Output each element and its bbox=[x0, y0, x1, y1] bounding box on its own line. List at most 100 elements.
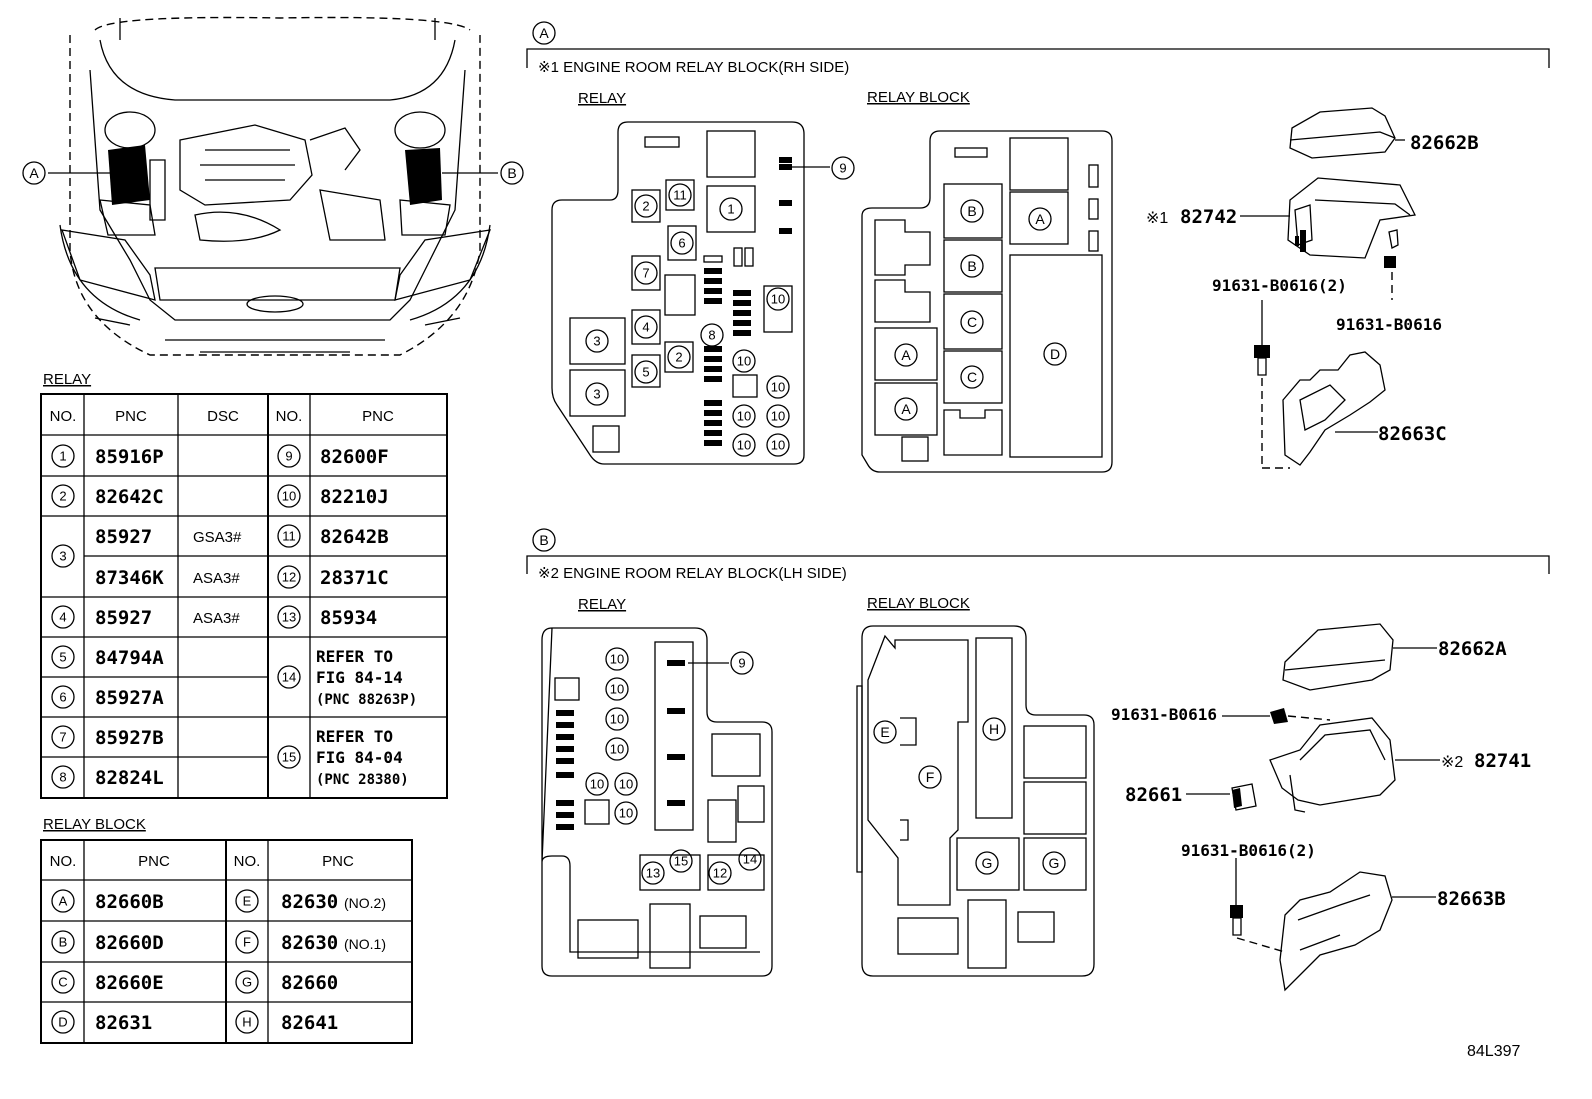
svg-text:A: A bbox=[539, 25, 549, 41]
relay-no-9: 9 bbox=[277, 444, 301, 468]
relay-callout-10: 10 bbox=[766, 404, 790, 428]
callout-a-engine: A bbox=[22, 161, 46, 185]
svg-text:10: 10 bbox=[610, 742, 624, 757]
relay-table-title: RELAY bbox=[43, 371, 91, 388]
svg-text:13: 13 bbox=[646, 866, 660, 881]
block-callout-B: B bbox=[960, 199, 984, 223]
svg-text:10: 10 bbox=[737, 409, 751, 424]
section-b-relay-label: RELAY bbox=[578, 596, 626, 613]
exploded-parts-lh bbox=[1186, 623, 1440, 992]
engine-bay-illustration bbox=[48, 16, 498, 356]
block-callout-D: D bbox=[1043, 342, 1067, 366]
relay-no-5: 5 bbox=[51, 645, 75, 669]
relay-callout-10: 10 bbox=[605, 737, 629, 761]
part-82662b-label: 82662B bbox=[1410, 132, 1479, 154]
block-no-C: C bbox=[51, 970, 75, 994]
svg-text:G: G bbox=[982, 855, 993, 871]
svg-text:E: E bbox=[880, 724, 889, 740]
block-callout-A: A bbox=[1028, 207, 1052, 231]
svg-text:10: 10 bbox=[610, 682, 624, 697]
block-callout-E: E bbox=[873, 720, 897, 744]
block-no-B: B bbox=[51, 930, 75, 954]
relay-table bbox=[40, 393, 448, 799]
svg-text:PNC: PNC bbox=[362, 408, 394, 425]
relay-block-table bbox=[40, 839, 413, 1044]
relay-table-headers: NO. PNC DSC NO. PNC bbox=[50, 408, 394, 425]
relay-callout-2: 2 bbox=[634, 194, 658, 218]
svg-text:3: 3 bbox=[593, 334, 600, 349]
svg-text:6: 6 bbox=[678, 236, 685, 251]
svg-text:5: 5 bbox=[59, 650, 66, 665]
part-82741-note: ※2 bbox=[1441, 754, 1463, 771]
relay-callout-11: 11 bbox=[668, 183, 692, 207]
svg-text:4: 4 bbox=[59, 610, 66, 625]
exploded-parts-rh bbox=[1240, 107, 1416, 469]
part-91631-b0616-b-label: 91631-B0616 bbox=[1111, 705, 1217, 724]
relay-refer-line2: FIG 84-04 bbox=[316, 748, 403, 767]
svg-text:3: 3 bbox=[59, 549, 66, 564]
relay-pnc: 82642B bbox=[320, 526, 389, 548]
callout-b-section: B bbox=[532, 528, 556, 552]
svg-text:B: B bbox=[59, 935, 68, 950]
relay-pnc: 82824L bbox=[95, 767, 164, 789]
svg-text:H: H bbox=[242, 1015, 251, 1030]
svg-text:9: 9 bbox=[738, 656, 745, 671]
svg-text:H: H bbox=[989, 721, 999, 737]
relay-pnc: 85927 bbox=[95, 607, 152, 629]
relay-callout-10: 10 bbox=[605, 647, 629, 671]
relay-block-table-headers: NO. PNC NO. PNC bbox=[50, 853, 354, 870]
block-pnc: 82660D bbox=[95, 932, 164, 954]
svg-text:A: A bbox=[29, 165, 39, 181]
block-pnc: 82631 bbox=[95, 1012, 152, 1034]
block-pnc: 82660B bbox=[95, 891, 164, 913]
relay-dsc: GSA3# bbox=[193, 529, 242, 546]
block-pnc: 82660 bbox=[281, 972, 338, 994]
relay-callout-4: 4 bbox=[634, 315, 658, 339]
block-no-A: A bbox=[51, 889, 75, 913]
svg-text:10: 10 bbox=[619, 777, 633, 792]
relay-callout-10: 10 bbox=[614, 801, 638, 825]
relay-pnc: 28371C bbox=[320, 567, 389, 589]
svg-text:12: 12 bbox=[713, 866, 727, 881]
relay-callout-8: 8 bbox=[700, 323, 724, 347]
relay-no-6: 6 bbox=[51, 685, 75, 709]
relay-no-10: 10 bbox=[277, 484, 301, 508]
svg-text:14: 14 bbox=[743, 852, 757, 867]
svg-text:10: 10 bbox=[737, 438, 751, 453]
block-no-F: F bbox=[235, 930, 259, 954]
svg-text:10: 10 bbox=[771, 409, 785, 424]
block-no-H: H bbox=[235, 1010, 259, 1034]
svg-text:10: 10 bbox=[282, 489, 296, 504]
relay-callout-15: 15 bbox=[669, 849, 693, 873]
relay-callout-10: 10 bbox=[614, 772, 638, 796]
svg-text:PNC: PNC bbox=[138, 853, 170, 870]
svg-text:10: 10 bbox=[771, 438, 785, 453]
block-note: (NO.1) bbox=[344, 936, 386, 952]
relay-no-8: 8 bbox=[51, 765, 75, 789]
relay-callout-10: 10 bbox=[766, 287, 790, 311]
block-no-E: E bbox=[235, 889, 259, 913]
svg-text:5: 5 bbox=[642, 365, 649, 380]
part-82663b-label: 82663B bbox=[1437, 888, 1506, 910]
relay-callout-10: 10 bbox=[732, 433, 756, 457]
svg-text:B: B bbox=[967, 203, 976, 219]
relay-pnc: 87346K bbox=[95, 567, 164, 589]
svg-text:2: 2 bbox=[642, 199, 649, 214]
relay-refer-line2: FIG 84-14 bbox=[316, 668, 403, 687]
svg-text:9: 9 bbox=[839, 161, 846, 176]
relay-refer-line3: (PNC 28380) bbox=[316, 772, 409, 788]
block-callout-C: C bbox=[960, 310, 984, 334]
svg-text:11: 11 bbox=[673, 188, 687, 203]
relay-no-14: 14 bbox=[277, 665, 301, 689]
callout-a-section: A bbox=[532, 21, 556, 45]
svg-text:7: 7 bbox=[59, 730, 66, 745]
block-note: (NO.2) bbox=[344, 895, 386, 911]
svg-text:F: F bbox=[926, 769, 935, 785]
part-82742-note: ※1 bbox=[1146, 210, 1168, 227]
svg-text:10: 10 bbox=[590, 777, 604, 792]
figure-code: 84L397 bbox=[1467, 1043, 1520, 1060]
